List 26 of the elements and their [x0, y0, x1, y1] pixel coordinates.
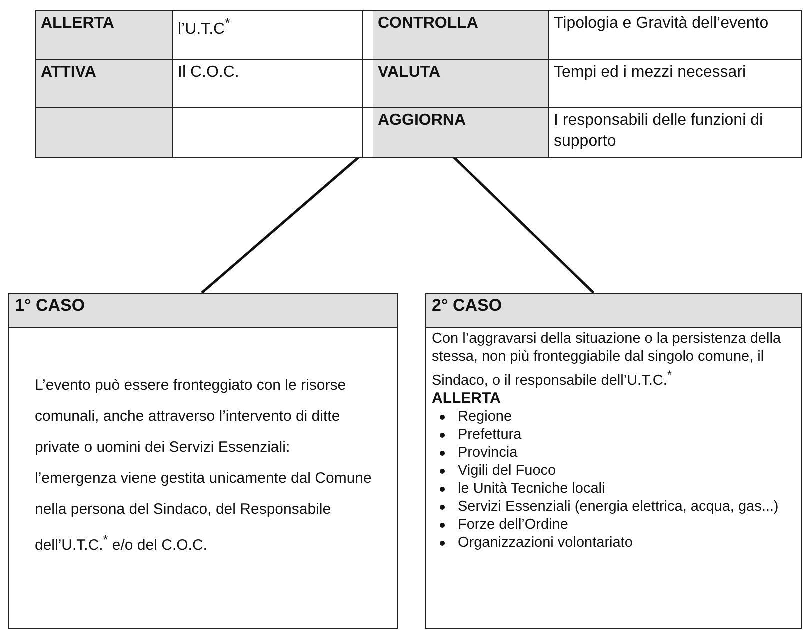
list-item: Provincia — [458, 444, 518, 462]
action-heading: ALLERTA — [41, 15, 114, 32]
action-table — [35, 10, 802, 158]
list-item: Servizi Essenziali (energia elettrica, acqua, gas...) — [458, 498, 779, 516]
list-item: Regione — [458, 408, 512, 426]
case-paragraph: L’evento può essere fronteggiato con le risorse comunali, anche attraverso l’intervento di ditte private o uomini dei Servizi Essenziali: — [35, 376, 348, 458]
case-panel — [425, 293, 802, 629]
action-detail: Il C.O.C. — [178, 64, 240, 81]
action-heading: VALUTA — [378, 64, 441, 81]
case-paragraph: Con l’aggravarsi della situazione o la persistenza della stessa, non più fronteggiabile dal singolo comune, il Sindaco, o il responsabile dell’U.T.C.$^{*}$ — [432, 330, 782, 390]
action-detail: Tempi ed i mezzi necessari — [554, 64, 746, 81]
action-heading: AGGIORNA — [378, 112, 466, 130]
action-heading: CONTROLLA — [378, 15, 478, 32]
action-detail: I responsabili delle funzioni di supporto — [554, 112, 764, 150]
case-paragraph: l’emergenza viene gestita unicamente dal Comune nella persona del Sindaco, del Responsabile dell’U.T.C.$^{*}$ e/o del C.O.C. — [35, 469, 373, 556]
action-heading: ATTIVA — [41, 64, 96, 81]
case-heading: 1° CASO — [9, 294, 397, 328]
list-item: Organizzazioni volontariato — [458, 534, 633, 552]
list-heading: ALLERTA — [432, 390, 502, 408]
list-item: Vigili del Fuoco — [458, 462, 556, 480]
list-item: Prefettura — [458, 426, 522, 444]
case-panel — [8, 293, 398, 629]
action-detail: Tipologia e Gravità dell’evento — [554, 15, 769, 32]
list-item: Forze dell’Ordine — [458, 516, 568, 534]
list-item: le Unità Tecniche locali — [458, 480, 606, 498]
case-heading: 2° CASO — [426, 294, 801, 328]
